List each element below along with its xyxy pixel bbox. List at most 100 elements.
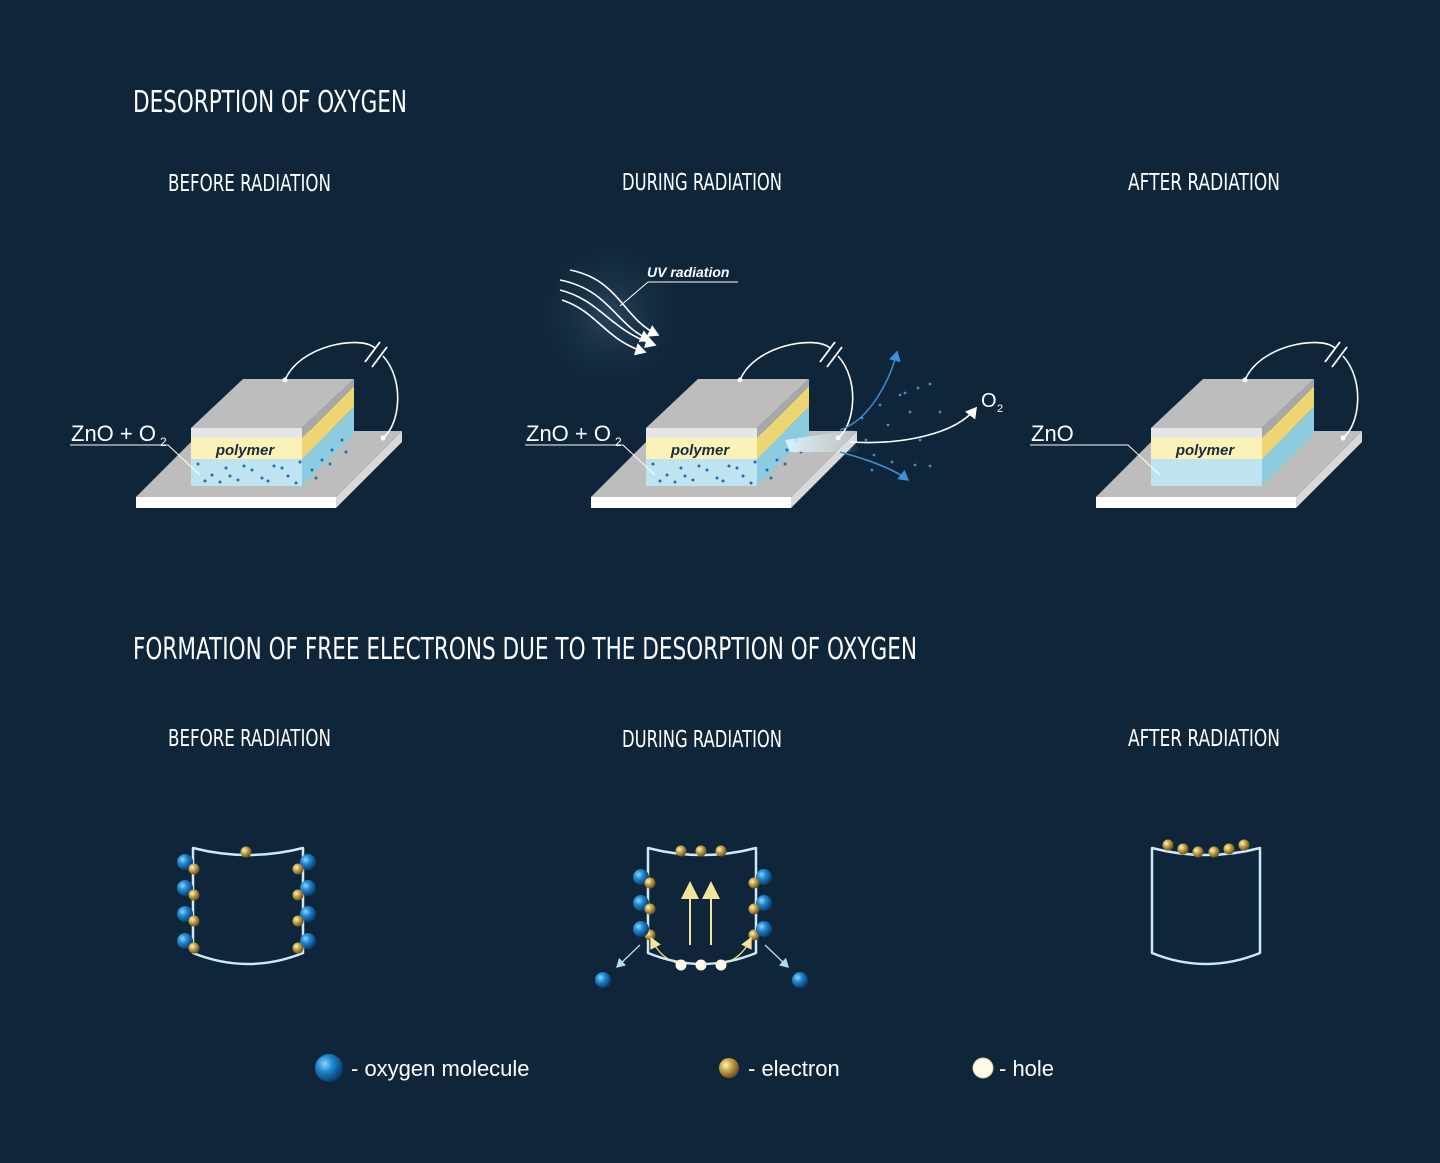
circuit-wire	[382, 355, 399, 439]
wire-contact	[1242, 377, 1248, 383]
released-oxygen-dot	[878, 403, 882, 407]
released-oxygen-dot	[864, 438, 868, 442]
adsorbed-oxygen-dot	[340, 438, 344, 442]
released-oxygen-dot	[886, 423, 890, 427]
hole	[715, 959, 727, 971]
adsorbed-oxygen-dot	[705, 468, 709, 472]
adsorbed-oxygen-dot	[765, 468, 769, 472]
adsorbed-oxygen-dot	[210, 473, 214, 477]
legend-electron-label: - electron	[748, 1056, 840, 1081]
adsorbed-oxygen-dot	[651, 462, 655, 466]
released-oxygen-dot	[928, 464, 932, 468]
adsorbed-oxygen-dot	[735, 466, 739, 470]
electron	[292, 889, 304, 901]
adsorbed-oxygen-dot	[715, 476, 719, 480]
adsorbed-oxygen-dot	[721, 479, 725, 483]
adsorbed-oxygen-dot	[320, 458, 324, 462]
electron	[240, 846, 252, 858]
released-oxygen-dot	[898, 393, 902, 397]
electron	[1192, 846, 1204, 858]
polymer-layer-front	[646, 438, 757, 459]
adsorbed-oxygen-dot	[314, 476, 318, 480]
oxygen-molecule	[177, 906, 193, 922]
adsorbed-oxygen-dot	[344, 450, 348, 454]
polymer-label: polymer	[215, 442, 276, 459]
electron	[644, 903, 656, 915]
o2-subscript: 2	[997, 403, 1003, 415]
adsorbed-oxygen-dot	[236, 478, 240, 482]
zno-layer-side	[1262, 407, 1314, 486]
s2-before-heading: BEFORE RADIATION	[168, 726, 331, 752]
polymer-layer-side	[302, 386, 354, 459]
electron	[675, 845, 687, 857]
adsorbed-oxygen-dot	[727, 464, 731, 468]
adsorbed-oxygen-dot	[753, 460, 757, 464]
electron	[695, 845, 707, 857]
zno-layer-front	[191, 459, 302, 486]
electron	[1208, 846, 1220, 858]
wire-contact	[380, 435, 386, 441]
s2-during-heading: DURING RADIATION	[622, 727, 782, 753]
released-oxygen-dot	[908, 410, 912, 414]
oxygen-molecule	[300, 933, 316, 949]
wire-contact	[282, 377, 288, 383]
adsorbed-oxygen-dot	[280, 466, 284, 470]
adsorbed-oxygen-dot	[783, 462, 787, 466]
label-leader-line	[525, 444, 656, 476]
adsorbed-oxygen-dot	[328, 462, 332, 466]
electrode-side	[757, 379, 809, 438]
oxygen-molecule	[756, 869, 772, 885]
section1-title: DESORPTION OF OXYGEN	[133, 85, 407, 120]
substrate-front	[1096, 497, 1296, 508]
adsorbed-oxygen-dot	[298, 460, 302, 464]
capacitor-plate	[819, 341, 836, 363]
capacitor-plate	[826, 346, 843, 368]
electron	[1162, 839, 1174, 851]
nanorod-outline	[191, 846, 305, 966]
polymer-layer-side	[757, 386, 809, 459]
material-label: ZnO + O	[71, 421, 156, 446]
adsorbed-oxygen-dot	[330, 448, 334, 452]
electron	[292, 863, 304, 875]
adsorbed-oxygen-dot	[769, 476, 773, 480]
oxygen-molecule	[756, 895, 772, 911]
desorption-arrow	[616, 944, 641, 968]
electrode-front	[646, 428, 757, 438]
released-oxygen-dot	[918, 438, 922, 442]
legend: - oxygen molecule - electron - hole	[315, 1054, 1054, 1082]
electrode-front	[1151, 428, 1262, 438]
oxygen-molecule	[756, 921, 772, 937]
label-leader-line	[1030, 444, 1161, 476]
capacitor-plate	[364, 341, 381, 363]
adsorbed-oxygen-dot	[218, 480, 222, 484]
plume-arrow-down	[839, 451, 910, 481]
adsorbed-oxygen-dot	[673, 480, 677, 484]
polymer-layer-side	[1262, 386, 1314, 459]
adsorbed-oxygen-dot	[310, 468, 314, 472]
legend-oxygen-icon	[315, 1054, 343, 1082]
released-oxygen-dot	[916, 386, 920, 390]
oxygen-molecule	[595, 972, 611, 988]
s2-after-heading: AFTER RADIATION	[1128, 726, 1280, 752]
capacitor-plate	[371, 346, 388, 368]
released-oxygen-dot	[872, 453, 876, 457]
material-label-subscript: 2	[160, 435, 167, 449]
adsorbed-oxygen-dot	[250, 468, 254, 472]
legend-electron-icon	[719, 1058, 739, 1078]
electrode-top	[646, 379, 809, 428]
circuit-wire	[284, 341, 376, 381]
legend-hole-icon	[972, 1057, 994, 1079]
material-label-subscript: 2	[615, 435, 622, 449]
polymer-label: polymer	[670, 442, 731, 459]
electrode-top	[1151, 379, 1314, 428]
device-before-radiation: polymer ZnO + O 2	[70, 341, 402, 508]
electrode-side	[302, 379, 354, 438]
adsorbed-oxygen-dot	[658, 479, 662, 483]
electron	[292, 915, 304, 927]
adsorbed-oxygen-dot	[697, 464, 701, 468]
polymer-layer-front	[191, 438, 302, 459]
oxygen-molecule	[300, 854, 316, 870]
nanorod-after-radiation	[1150, 839, 1262, 966]
legend-hole-label: - hole	[999, 1056, 1054, 1081]
